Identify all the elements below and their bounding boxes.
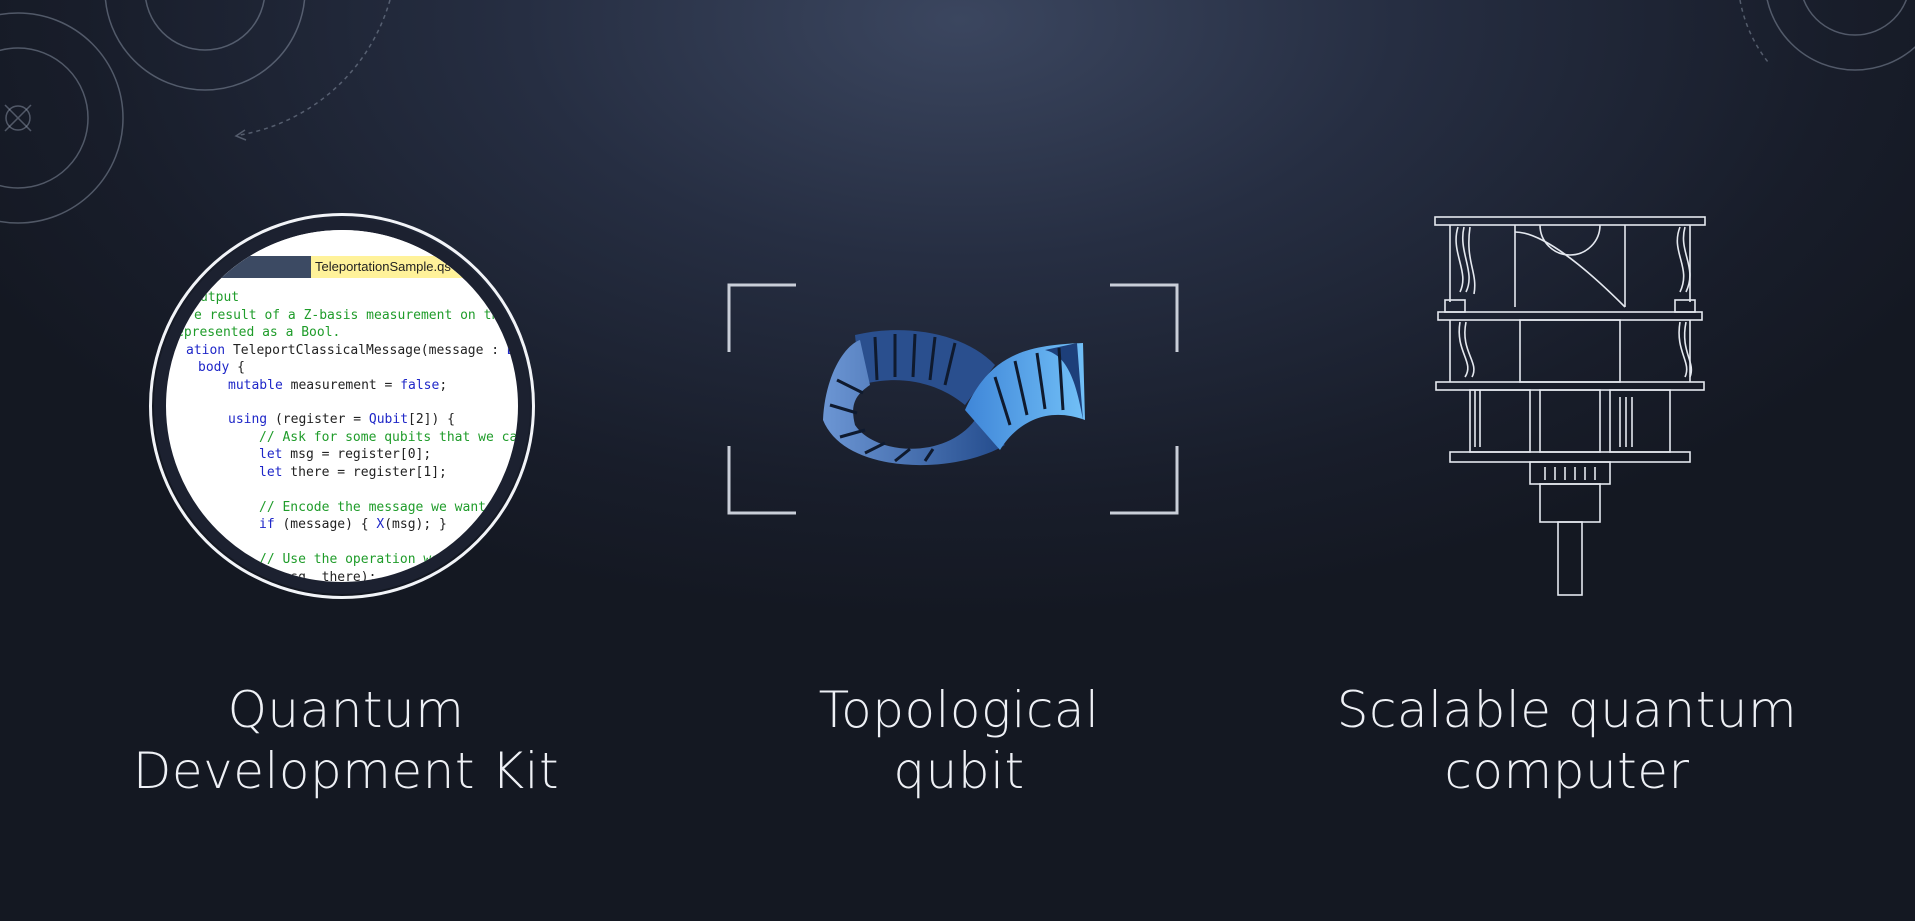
- code-line: epresented as a Bool.: [176, 325, 341, 340]
- code-line: ation TeleportClassicalMessage(message :…: [186, 343, 523, 358]
- code-line: // Use the operation we de: [259, 552, 463, 567]
- code-line: using (register = Qubit[2]) {: [228, 412, 455, 427]
- code-line: // Ask for some qubits that we can u: [259, 430, 530, 445]
- code-line: e result of a Z-basis measurement on th: [194, 308, 500, 323]
- quantum-computer-icon: [1434, 216, 1706, 596]
- gears-decoration-icon: [0, 0, 1915, 224]
- feature-title-qdk: Quantum Development Kit: [132, 681, 560, 800]
- file-tab: TeleportationSample.qs: [311, 256, 485, 278]
- feature-title-quantum-computer: Scalable quantum computer: [1336, 681, 1798, 800]
- code-line: // Encode the message we want to: [259, 500, 510, 515]
- code-line: let there = register[1];: [259, 465, 447, 480]
- code-line: let msg = register[0];: [259, 447, 432, 462]
- code-line: if (message) { X(msg); }: [259, 517, 447, 532]
- magnifier-ring: [149, 213, 535, 599]
- feature-title-topological-qubit: Topological qubit: [818, 681, 1100, 800]
- frame-brackets-icon: [727, 283, 1179, 515]
- code-line: mutable measurement = false;: [228, 378, 448, 393]
- code-magnifier-icon: TeleportationSample.qs utput e result of …: [154, 218, 530, 594]
- mobius-strip-icon: [823, 330, 1085, 466]
- code-line: rt(msg, there);: [259, 570, 377, 585]
- code-line: body {: [198, 360, 245, 375]
- code-line: utput: [200, 290, 240, 305]
